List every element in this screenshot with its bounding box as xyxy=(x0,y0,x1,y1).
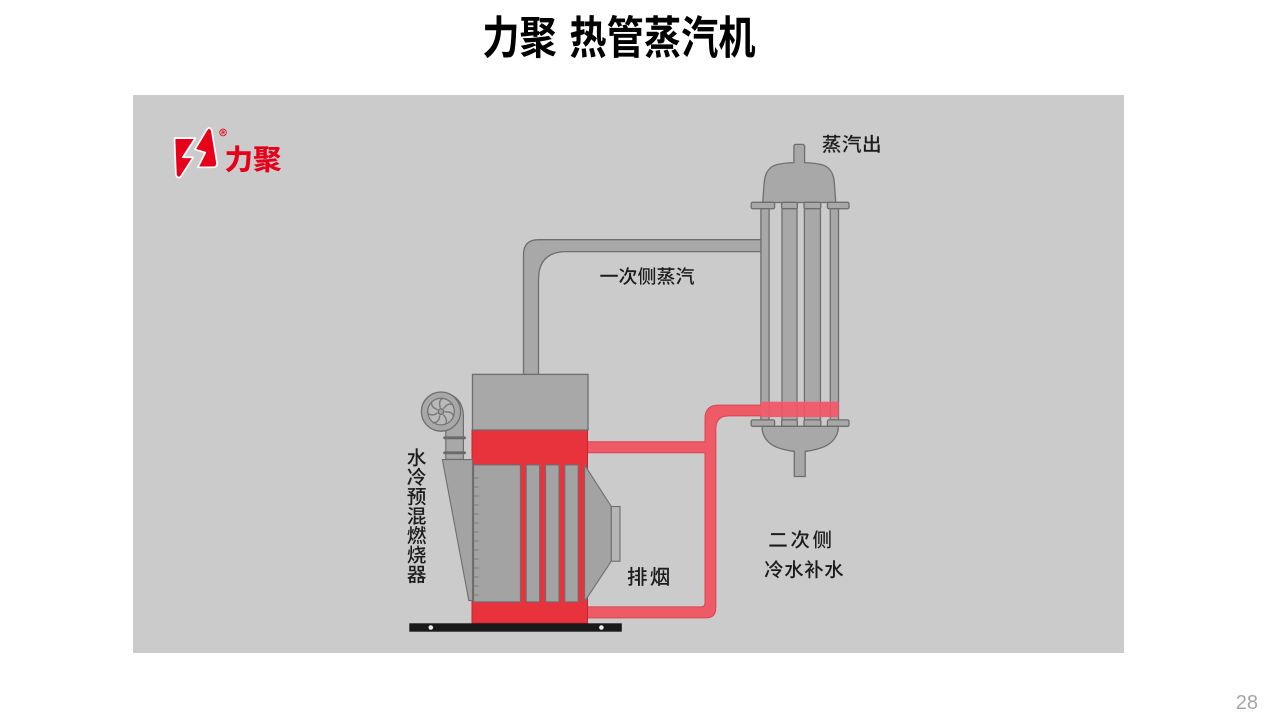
svg-text:28: 28 xyxy=(1236,692,1258,714)
